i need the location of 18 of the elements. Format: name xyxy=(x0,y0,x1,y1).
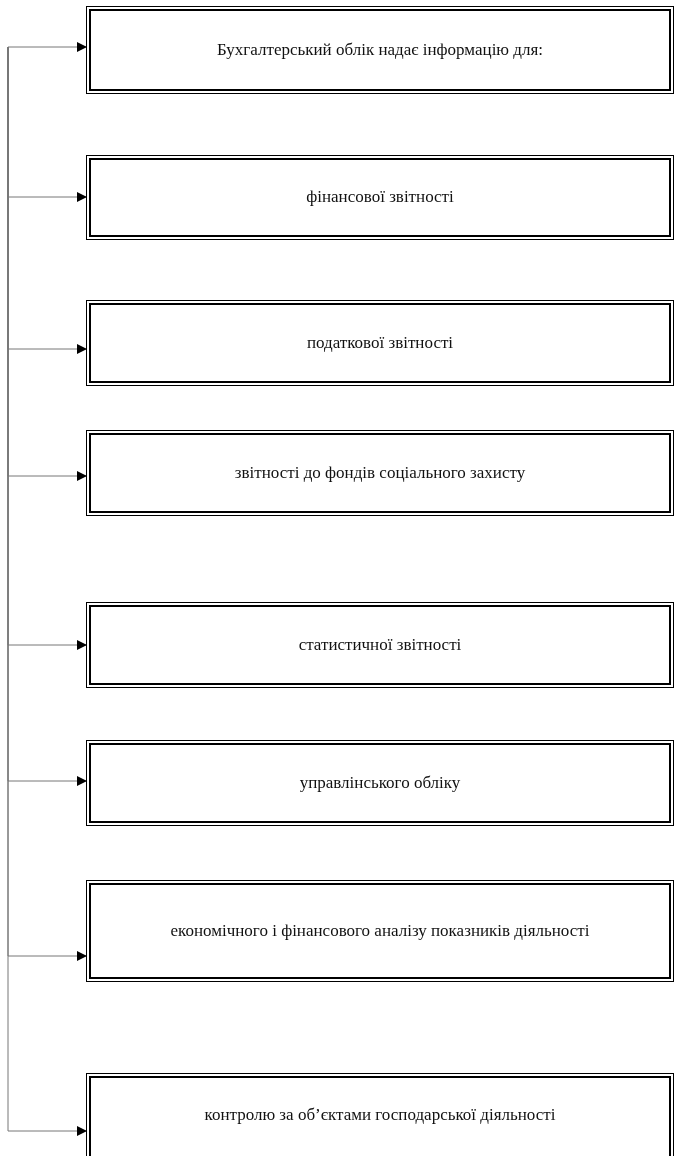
box-text: Бухгалтерський облік надає інформацію для: xyxy=(217,38,543,61)
double-border-box xyxy=(86,300,674,386)
arrow xyxy=(7,46,87,1136)
double-border-box xyxy=(86,155,674,240)
arrow xyxy=(7,42,87,52)
box-text: управлінського обліку xyxy=(299,771,461,794)
double-border-box xyxy=(86,880,674,982)
box-text: звітності до фондів соціального захисту xyxy=(234,461,526,484)
box-text: фінансової звітності xyxy=(306,186,454,209)
box-text: контролю за об’єктами господарської діяльності xyxy=(204,1104,556,1126)
box-text: статистичної звітності xyxy=(298,633,462,656)
double-border-box xyxy=(86,602,674,688)
box-text: економічного і фінансового аналізу показників діяльності xyxy=(170,919,590,942)
double-border-box xyxy=(86,1073,674,1156)
box-text: податкової звітності xyxy=(306,331,454,354)
double-border-box xyxy=(86,6,674,94)
double-border-box xyxy=(86,430,674,516)
double-border-box xyxy=(86,740,674,826)
